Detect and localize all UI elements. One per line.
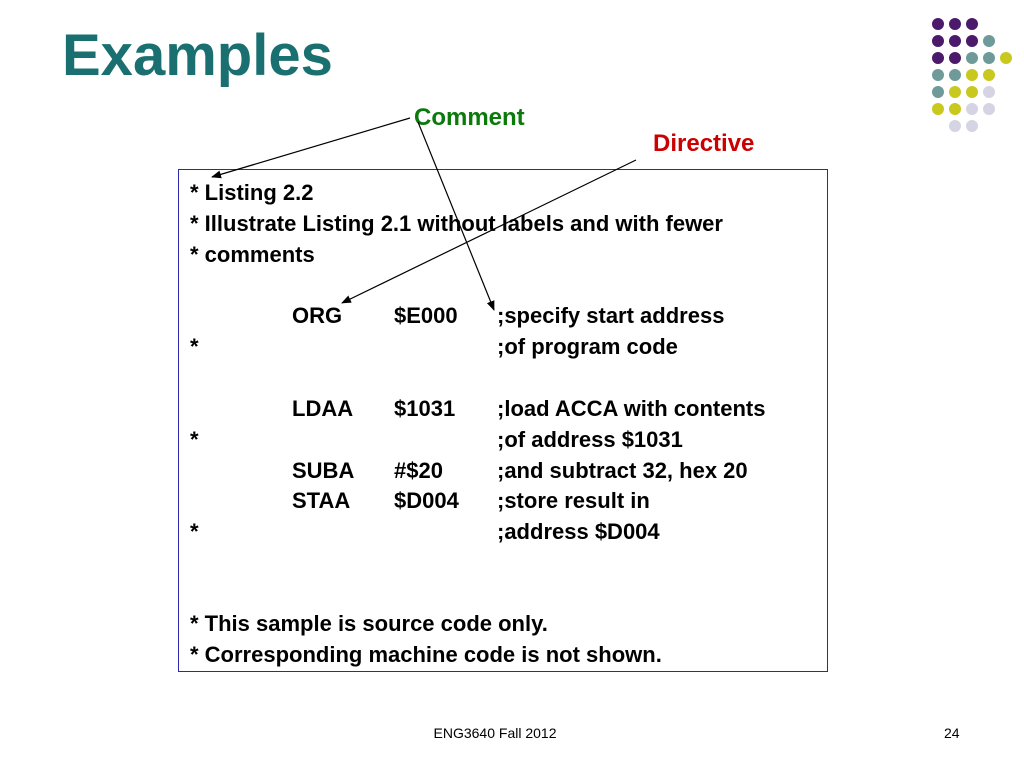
dot-lavender <box>983 86 995 98</box>
dot-teal <box>983 35 995 47</box>
directive-annotation-label: Directive <box>653 130 755 157</box>
dot-lavender <box>949 120 961 132</box>
code-star: * <box>190 334 199 359</box>
code-opcode: ORG <box>292 303 343 328</box>
dot-teal <box>966 52 978 64</box>
code-opcode: STAA <box>292 488 351 513</box>
decorative-dot-grid <box>928 14 1012 134</box>
dot-teal <box>932 86 944 98</box>
dot-yellow <box>966 69 978 81</box>
dot-purple <box>932 18 944 30</box>
code-footer-line: * Corresponding machine code is not show… <box>190 642 662 667</box>
code-header-line: * Listing 2.2 <box>190 180 314 205</box>
code-comment: ;load ACCA with contents <box>497 396 766 421</box>
code-header-line: * comments <box>190 242 315 267</box>
code-operand: $E000 <box>394 303 458 328</box>
dot-yellow <box>966 86 978 98</box>
footer-course: ENG3640 Fall 2012 <box>433 725 557 741</box>
dot-yellow <box>932 103 944 115</box>
dot-purple <box>932 35 944 47</box>
dot-lavender <box>966 120 978 132</box>
dot-yellow <box>983 69 995 81</box>
dot-purple <box>932 52 944 64</box>
dot-lavender <box>966 103 978 115</box>
dot-purple <box>949 35 961 47</box>
dot-purple <box>949 52 961 64</box>
code-comment: ;address $D004 <box>497 519 660 544</box>
dot-yellow <box>949 103 961 115</box>
code-star: * <box>190 427 199 452</box>
code-comment: ;store result in <box>497 488 650 513</box>
code-operand: #$20 <box>394 458 443 483</box>
dot-lavender <box>983 103 995 115</box>
dot-purple <box>949 18 961 30</box>
code-operand: $D004 <box>394 488 459 513</box>
code-comment: ;of program code <box>497 334 678 359</box>
dot-purple <box>966 35 978 47</box>
dot-yellow <box>1000 52 1012 64</box>
code-comment: ;specify start address <box>497 303 725 328</box>
footer-page-number: 24 <box>944 725 960 741</box>
dot-teal <box>932 69 944 81</box>
dot-teal <box>949 69 961 81</box>
slide-title: Examples <box>62 23 333 88</box>
dot-teal <box>983 52 995 64</box>
code-operand: $1031 <box>394 396 456 421</box>
code-comment: ;of address $1031 <box>497 427 683 452</box>
comment-annotation-label: Comment <box>414 104 525 131</box>
code-header-line: * Illustrate Listing 2.1 without labels … <box>190 211 723 236</box>
code-opcode: LDAA <box>292 396 354 421</box>
code-star: * <box>190 519 199 544</box>
dot-purple <box>966 18 978 30</box>
code-opcode: SUBA <box>292 458 355 483</box>
code-comment: ;and subtract 32, hex 20 <box>497 458 748 483</box>
dot-yellow <box>949 86 961 98</box>
code-footer-line: * This sample is source code only. <box>190 611 548 636</box>
